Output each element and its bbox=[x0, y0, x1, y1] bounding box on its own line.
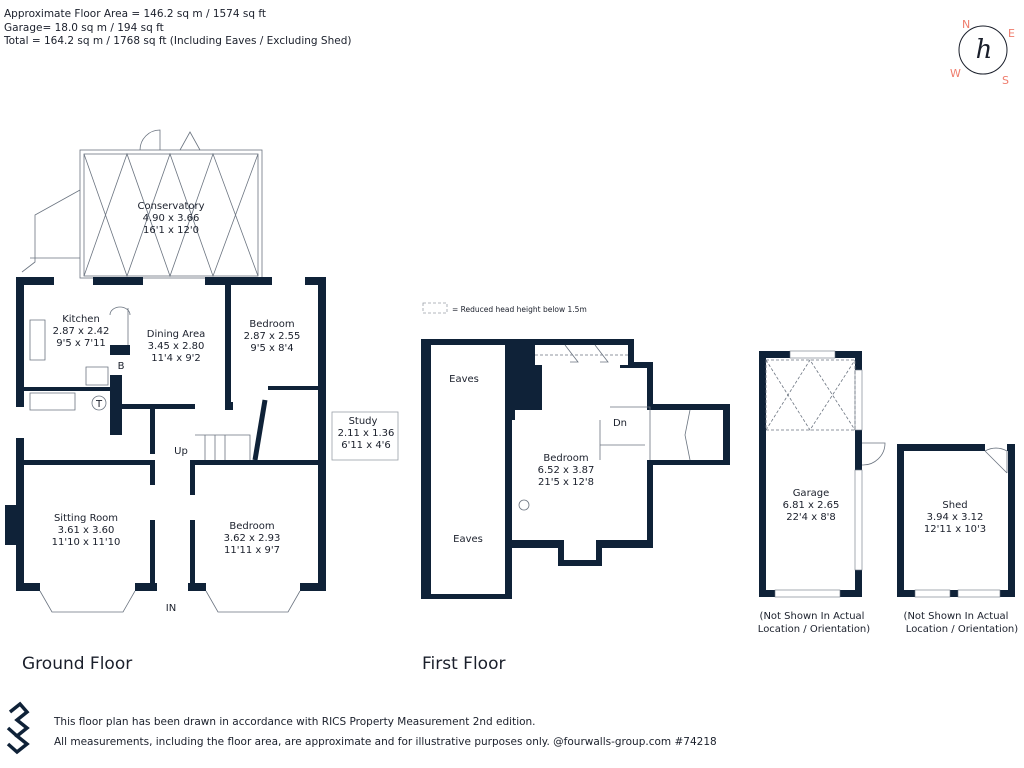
first-floor-title: First Floor bbox=[422, 654, 505, 674]
first-floor-bedroom-metric: 6.52 x 3.87 bbox=[538, 465, 595, 476]
fourwalls-logo-icon bbox=[6, 701, 30, 755]
tank-label: T bbox=[95, 399, 103, 410]
kitchen-metric: 2.87 x 2.42 bbox=[53, 326, 110, 337]
dining-imperial: 11'4 x 9'2 bbox=[151, 353, 201, 364]
floor-area-text: Approximate Floor Area = 146.2 sq m / 15… bbox=[4, 8, 266, 20]
compass-e: E bbox=[1008, 27, 1015, 40]
eaves-label-1: Eaves bbox=[449, 374, 479, 385]
compass-w: W bbox=[950, 67, 961, 80]
sitting-room-imperial: 11'10 x 11'10 bbox=[52, 537, 121, 548]
bedroom1-metric: 2.87 x 2.55 bbox=[244, 331, 301, 342]
garage-area-text: Garage= 18.0 sq m / 194 sq ft bbox=[4, 21, 164, 34]
bedroom2-metric: 3.62 x 2.93 bbox=[224, 533, 281, 544]
compass-logo: h bbox=[976, 35, 993, 65]
first-floor-bedroom-name: Bedroom bbox=[543, 453, 588, 464]
conservatory-imperial: 16'1 x 12'0 bbox=[143, 225, 199, 236]
shed-name: Shed bbox=[942, 500, 967, 511]
shed: Shed 3.94 x 3.12 12'11 x 10'3 (Not Shown… bbox=[897, 444, 1018, 635]
entrance-label: IN bbox=[166, 603, 176, 614]
shed-note-1: (Not Shown In Actual bbox=[904, 611, 1009, 622]
sitting-room-name: Sitting Room bbox=[54, 513, 118, 524]
first-floor-bedroom-imperial: 21'5 x 12'8 bbox=[538, 477, 594, 488]
garage-imperial: 22'4 x 8'8 bbox=[786, 512, 836, 523]
study-imperial: 6'11 x 4'6 bbox=[341, 440, 391, 451]
first-floor-walls bbox=[421, 302, 730, 599]
garage-note-1: (Not Shown In Actual bbox=[760, 611, 865, 622]
bedroom1-name: Bedroom bbox=[249, 319, 294, 330]
stairs-up-label: Up bbox=[174, 446, 188, 457]
ground-floor-walls bbox=[5, 277, 326, 613]
kitchen-name: Kitchen bbox=[62, 314, 100, 325]
dining-name: Dining Area bbox=[147, 329, 205, 340]
area-summary: Approximate Floor Area = 146.2 sq m / 15… bbox=[4, 8, 351, 49]
ground-floor-title: Ground Floor bbox=[22, 654, 132, 674]
compass-n: N bbox=[962, 18, 970, 31]
study-metric: 2.11 x 1.36 bbox=[338, 428, 395, 439]
bedroom2-imperial: 11'11 x 9'7 bbox=[224, 545, 280, 556]
stairs-down-label: Dn bbox=[613, 418, 627, 429]
eaves-label-2: Eaves bbox=[453, 534, 483, 545]
shed-note-2: Location / Orientation) bbox=[906, 624, 1018, 635]
garage-note-2: Location / Orientation) bbox=[758, 624, 870, 635]
first-floor-labels: = Reduced head height below 1.5m Eaves E… bbox=[422, 305, 627, 674]
bedroom2-name: Bedroom bbox=[229, 521, 274, 532]
head-height-legend: = Reduced head height below 1.5m bbox=[452, 305, 587, 314]
compass-s: S bbox=[1002, 74, 1009, 87]
conservatory bbox=[21, 129, 263, 279]
garage: Garage 6.81 x 2.65 22'4 x 8'8 (Not Shown… bbox=[758, 350, 886, 635]
sitting-room-metric: 3.61 x 3.60 bbox=[58, 525, 115, 536]
conservatory-metric: 4.90 x 3.66 bbox=[143, 213, 200, 224]
rics-statement: This floor plan has been drawn in accord… bbox=[54, 716, 536, 728]
disclaimer: All measurements, including the floor ar… bbox=[54, 736, 717, 748]
conservatory-name: Conservatory bbox=[137, 201, 204, 212]
shed-imperial: 12'11 x 10'3 bbox=[924, 524, 986, 535]
garage-metric: 6.81 x 2.65 bbox=[783, 500, 840, 511]
garage-name: Garage bbox=[793, 488, 830, 499]
total-area-text: Total = 164.2 sq m / 1768 sq ft (Includi… bbox=[4, 35, 352, 47]
compass-icon: h N E W S bbox=[950, 18, 1015, 87]
kitchen-imperial: 9'5 x 7'11 bbox=[56, 338, 106, 349]
ground-floor-labels: Conservatory 4.90 x 3.66 16'1 x 12'0 Kit… bbox=[22, 201, 399, 674]
study-name: Study bbox=[349, 416, 378, 427]
shed-metric: 3.94 x 3.12 bbox=[927, 512, 984, 523]
dining-metric: 3.45 x 2.80 bbox=[148, 341, 205, 352]
bedroom1-imperial: 9'5 x 8'4 bbox=[250, 343, 293, 354]
boiler-label: B bbox=[118, 361, 125, 372]
